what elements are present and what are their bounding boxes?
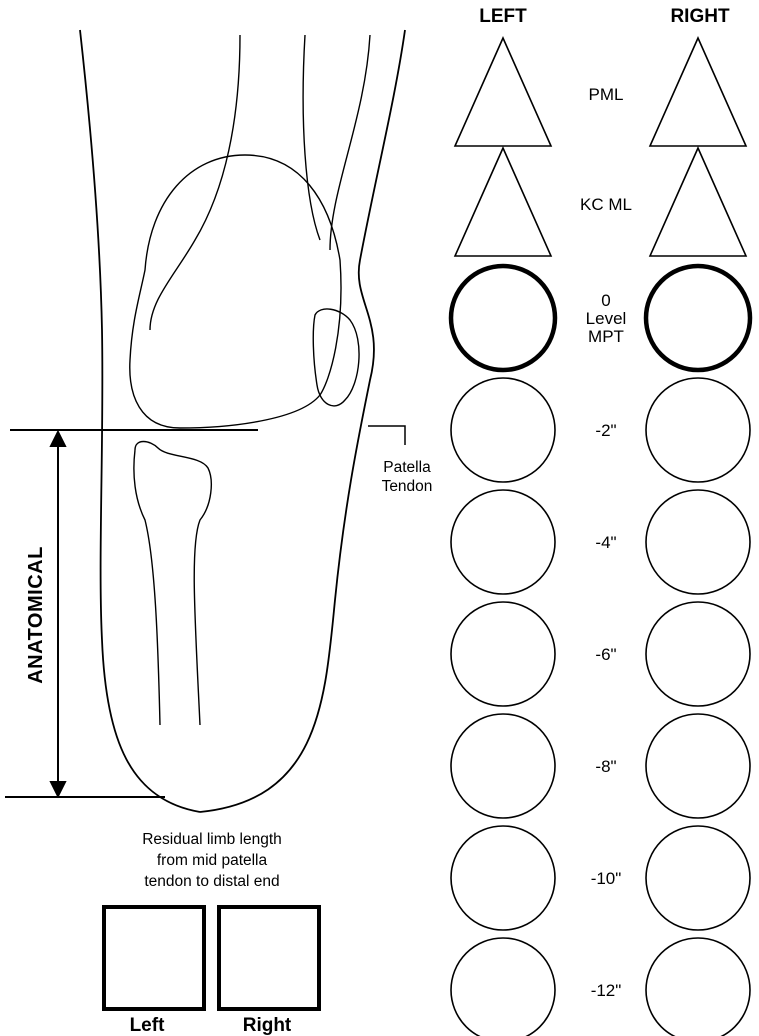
left-level-7-circle[interactable] bbox=[451, 714, 555, 818]
residual-limb-outline bbox=[80, 30, 405, 812]
left-level-4-circle[interactable] bbox=[451, 378, 555, 482]
anatomical-length-arrow bbox=[51, 432, 65, 796]
left-level-8-circle[interactable] bbox=[451, 826, 555, 930]
left-box-label: Left bbox=[130, 1015, 166, 1036]
level-2-label: KC ML bbox=[580, 195, 632, 214]
left-level-9-circle[interactable] bbox=[451, 938, 555, 1036]
level-4-label: -2" bbox=[595, 421, 616, 440]
left-level-3-circle[interactable] bbox=[451, 266, 555, 370]
patella-tendon-leader bbox=[368, 426, 405, 445]
right-residual-length-box[interactable] bbox=[219, 907, 319, 1009]
limb-left-contour bbox=[80, 30, 200, 812]
right-level-2-triangle[interactable] bbox=[650, 148, 746, 256]
left-level-1-triangle[interactable] bbox=[455, 38, 551, 146]
right-level-5-circle[interactable] bbox=[646, 490, 750, 594]
right-level-9-circle[interactable] bbox=[646, 938, 750, 1036]
level-5-label: -4" bbox=[595, 533, 616, 552]
femur-shaft-right bbox=[330, 35, 370, 250]
patella-bone bbox=[313, 309, 359, 406]
femur-bones bbox=[130, 35, 370, 428]
femur-shaft-mid bbox=[303, 35, 320, 240]
femur-shaft-left bbox=[150, 35, 240, 330]
right-box-label: Right bbox=[243, 1015, 292, 1036]
left-level-2-triangle[interactable] bbox=[455, 148, 551, 256]
left-column-header: LEFT bbox=[479, 6, 527, 27]
level-8-label: -10" bbox=[591, 869, 622, 888]
right-level-4-circle[interactable] bbox=[646, 378, 750, 482]
level-7-label: -8" bbox=[595, 757, 616, 776]
left-level-6-circle[interactable] bbox=[451, 602, 555, 706]
level-1-label: PML bbox=[589, 85, 624, 104]
tibia-bone bbox=[134, 442, 211, 726]
level-9-label: -12" bbox=[591, 981, 622, 1000]
right-level-6-circle[interactable] bbox=[646, 602, 750, 706]
left-level-5-circle[interactable] bbox=[451, 490, 555, 594]
limb-right-contour bbox=[200, 30, 405, 812]
right-level-3-circle[interactable] bbox=[646, 266, 750, 370]
anatomical-label: ANATOMICAL bbox=[25, 546, 47, 684]
right-level-7-circle[interactable] bbox=[646, 714, 750, 818]
right-column-header: RIGHT bbox=[670, 6, 730, 27]
left-residual-length-box[interactable] bbox=[104, 907, 204, 1009]
right-level-1-triangle[interactable] bbox=[650, 38, 746, 146]
level-6-label: -6" bbox=[595, 645, 616, 664]
right-level-8-circle[interactable] bbox=[646, 826, 750, 930]
